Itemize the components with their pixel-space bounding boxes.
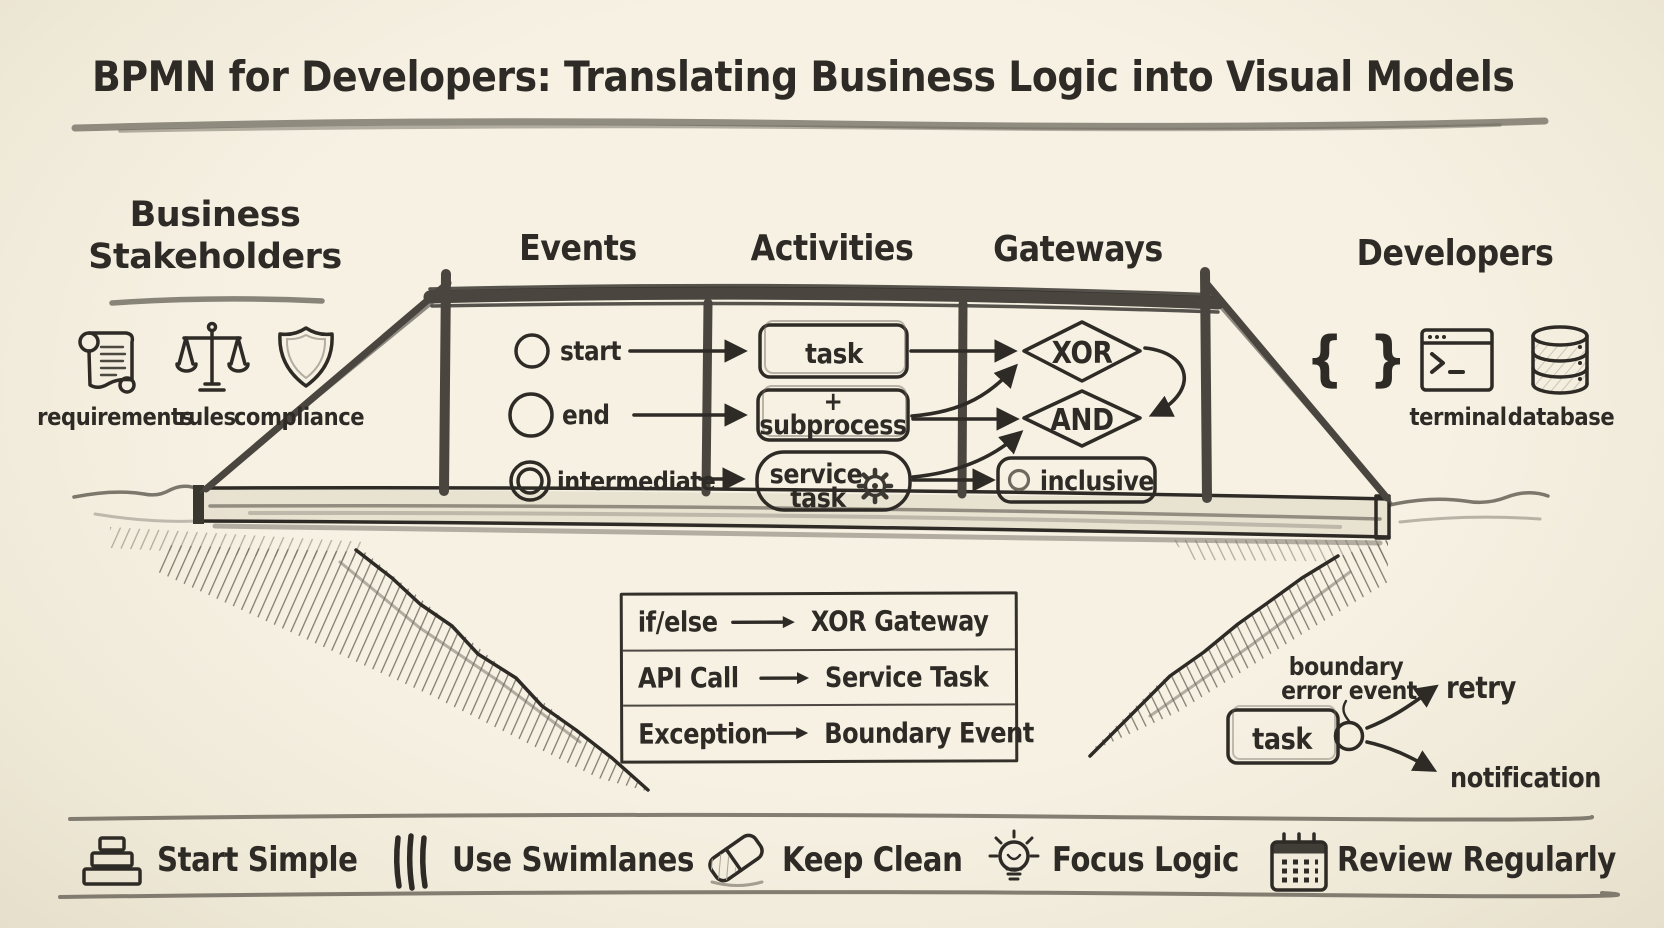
arrow-right-icon (730, 615, 795, 628)
xor-gateway-label: XOR (1051, 336, 1113, 371)
page-title: BPMN for Developers: Translating Busines… (92, 52, 1515, 101)
code-braces-icon: { } (1305, 324, 1411, 394)
swimlanes-icon (393, 833, 428, 891)
arrow-xor-to-and (1143, 346, 1186, 417)
service-task-label-line1: service (769, 459, 863, 490)
inclusive-gateway-box (996, 456, 1157, 504)
end-event-circle (508, 392, 554, 438)
calendar-icon (1270, 832, 1328, 892)
tip-label-start-simple: Start Simple (157, 840, 358, 880)
ground-line-right (1388, 491, 1550, 524)
mapping-from: if/else (637, 605, 718, 639)
bridge-posts (439, 267, 1212, 503)
terminal-icon (1420, 328, 1494, 392)
tips-bottom-rule (58, 890, 1621, 899)
database-icon (1531, 325, 1589, 395)
subprocess-label: subprocess (759, 410, 907, 441)
cliff-right (1088, 540, 1388, 758)
developer-label-database: database (1507, 403, 1615, 431)
tips-top-rule (68, 812, 1595, 822)
scroll-icon (78, 331, 136, 394)
deck-left-cap (193, 485, 204, 524)
annotation-connector (1342, 699, 1351, 723)
arrow-subprocess-to-xor (910, 363, 1018, 418)
flow-arrows (628, 339, 1186, 492)
developer-label-terminal: terminal (1409, 403, 1507, 431)
cliff-left (110, 527, 650, 792)
title-underline (71, 117, 1549, 133)
mapping-from: Exception (638, 716, 768, 751)
stakeholders-heading: Business Stakeholders (88, 195, 342, 277)
bridge-post (957, 299, 968, 499)
mapping-to: XOR Gateway (810, 604, 989, 639)
activities-heading: Activities (750, 228, 914, 269)
task-label: task (805, 337, 863, 370)
boundary-task-label: task (1252, 722, 1312, 756)
boundary-task-box (1226, 708, 1340, 765)
outcome-retry-label: retry (1446, 671, 1516, 706)
event-label-intermediate: intermediate (557, 467, 716, 497)
shield-icon (278, 326, 334, 388)
boundary-error-event-circle (1333, 720, 1365, 752)
and-gateway-diamond (1022, 389, 1142, 448)
event-label-end: end (562, 400, 610, 431)
suspension-cables (199, 279, 1393, 505)
start-event-circle (514, 333, 550, 369)
intermediate-event-circle (509, 460, 551, 502)
tip-label-review-regularly: Review Regularly (1337, 840, 1616, 880)
tip-label-keep-clean: Keep Clean (782, 840, 963, 880)
and-gateway-label: AND (1050, 403, 1114, 438)
boundary-example-sketch (1226, 684, 1439, 772)
arrow-retry (1365, 684, 1439, 730)
service-task-label-line2: task (790, 483, 846, 514)
mapping-row-exception: Exception Boundary Event (623, 706, 1034, 761)
inclusive-gateway-label: inclusive (1039, 466, 1155, 497)
mapping-table: if/else XOR Gateway API Call Service Tas… (619, 591, 1034, 764)
eraser-icon (708, 833, 764, 887)
bridge-post (1200, 267, 1212, 503)
tip-label-use-swimlanes: Use Swimlanes (452, 840, 694, 880)
mapping-row-apicall: API Call Service Task (622, 649, 1016, 708)
subprocess-box (756, 385, 910, 442)
events-heading: Events (519, 228, 637, 269)
developers-heading: Developers (1356, 233, 1554, 274)
suspension-cable (199, 298, 438, 494)
boundary-annotation-line1: boundary (1288, 652, 1404, 681)
subprocess-marker: + (823, 387, 843, 417)
stacked-blocks-icon (82, 836, 142, 886)
task-box (758, 320, 909, 379)
gateways-heading: Gateways (993, 229, 1163, 270)
xor-gateway-diamond (1022, 320, 1142, 383)
stakeholder-label-rules: rules (178, 403, 236, 431)
stakeholder-label-compliance: compliance (233, 403, 365, 431)
arrow-right-icon (759, 671, 810, 684)
tip-label-focus-logic: Focus Logic (1052, 840, 1239, 880)
mapping-to: Service Task (825, 660, 989, 694)
arrow-right-icon (766, 727, 809, 740)
stakeholder-label-requirements: requirements (37, 403, 193, 431)
mapping-row-ifelse: if/else XOR Gateway (622, 594, 1015, 652)
boundary-annotation-line2: error event (1281, 676, 1417, 705)
suspension-cable (1214, 300, 1393, 505)
bridge-post (439, 269, 451, 496)
bridge-beam (423, 283, 1225, 314)
arrow-notification (1365, 740, 1438, 772)
mapping-to: Boundary Event (824, 715, 1034, 750)
mapping-from: API Call (637, 661, 739, 695)
ground-line-left (72, 484, 200, 523)
event-label-start: start (560, 336, 621, 367)
bridge-post (701, 298, 713, 497)
gear-icon (856, 467, 894, 505)
lightbulb-icon (988, 829, 1040, 881)
arrow-service-to-and (911, 430, 1024, 479)
service-task-box (755, 450, 912, 512)
scale-icon (175, 321, 250, 392)
stakeholders-underline (109, 296, 325, 306)
outcome-notification-label: notification (1450, 761, 1601, 794)
